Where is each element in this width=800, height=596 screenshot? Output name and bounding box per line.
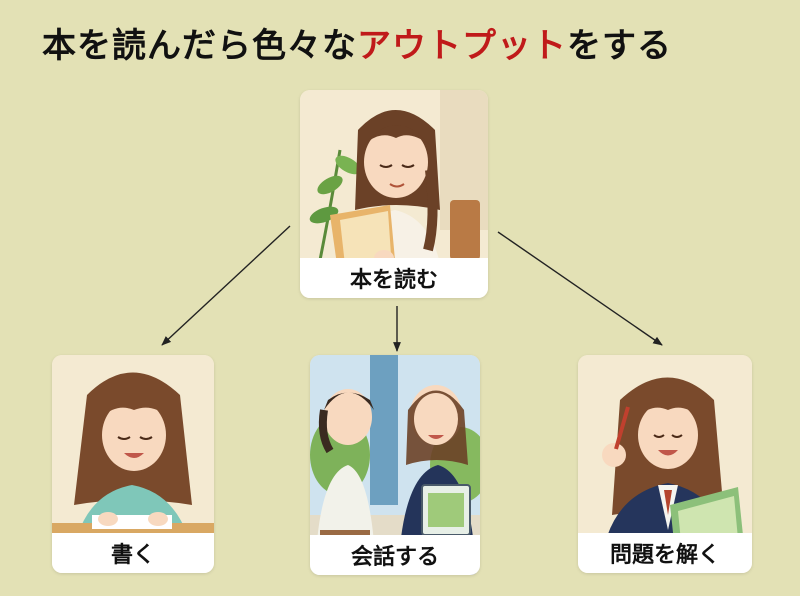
node-talk-label: 会話する xyxy=(310,535,480,575)
title-accent: アウトプット xyxy=(357,26,567,66)
title-part2: をする xyxy=(567,26,672,66)
node-solve-card: 問題を解く xyxy=(578,355,752,573)
node-solve-label: 問題を解く xyxy=(578,533,752,573)
page-title: 本を読んだら色々なアウトプットをする xyxy=(42,18,672,67)
node-read-label: 本を読む xyxy=(300,258,488,298)
arrow-to-solve xyxy=(497,231,663,346)
node-write-label: 書く xyxy=(52,533,214,573)
node-write-card: 書く xyxy=(52,355,214,573)
arrow-to-write xyxy=(161,225,291,346)
node-read-card: 本を読む xyxy=(300,90,488,298)
node-talk-card: 会話する xyxy=(310,355,480,575)
title-part1: 本を読んだら色々な xyxy=(42,26,357,66)
